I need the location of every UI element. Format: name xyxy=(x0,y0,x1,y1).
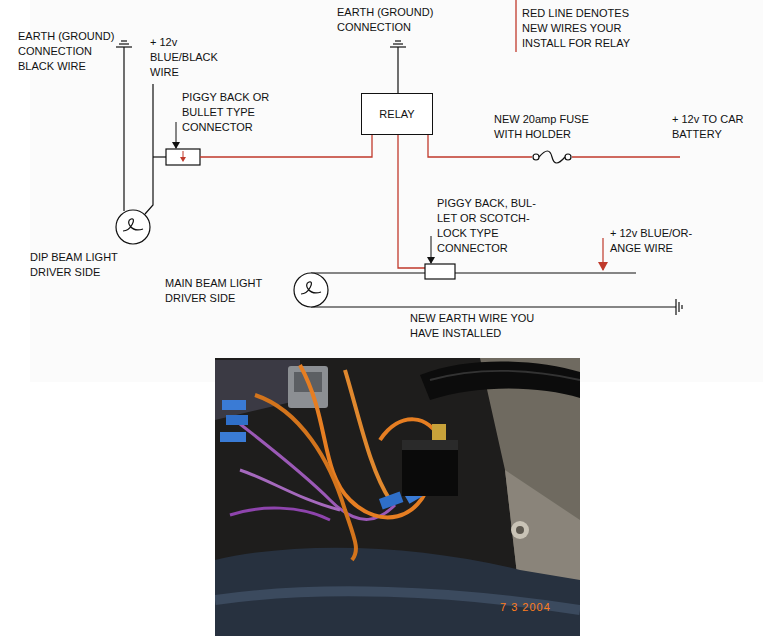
connector-arrow xyxy=(180,151,186,162)
connector-label: PIGGY BACK OR BULLET TYPE CONNECTOR xyxy=(182,90,276,135)
lamp-label: DIP BEAM LIGHT DRIVER SIDE xyxy=(30,250,130,280)
engine-photo xyxy=(215,358,580,636)
earth-symbol xyxy=(116,41,132,211)
fuse-label: NEW 20amp FUSE WITH HOLDER xyxy=(494,112,598,142)
battery-label: + 12v TO CAR BATTERY xyxy=(672,112,752,142)
connector-label: PIGGY BACK, BUL- LET OR SCOTCH- LOCK TYP… xyxy=(437,196,549,256)
fuse-symbol xyxy=(533,151,571,163)
relay-text: RELAY xyxy=(379,107,414,122)
lamp-label: MAIN BEAM LIGHT DRIVER SIDE xyxy=(165,276,275,306)
blue-black-wire xyxy=(145,84,200,214)
wire-label: NEW EARTH WIRE YOU HAVE INSTALLED xyxy=(410,311,544,341)
wire-arrow xyxy=(598,238,608,271)
date-stamp: 7 3 2004 xyxy=(500,600,580,615)
wire-label: + 12v BLUE/OR- ANGE WIRE xyxy=(610,226,714,256)
wire-label: + 12v BLUE/BLACK WIRE xyxy=(150,35,226,80)
leader-arrow xyxy=(172,122,180,149)
earth-label: EARTH (GROUND) CONNECTION BLACK WIRE xyxy=(18,29,118,74)
new-relay-wires xyxy=(200,135,680,268)
relay-earth xyxy=(390,41,406,93)
diagram-ground xyxy=(30,0,763,382)
main-beam-lamp xyxy=(294,273,328,307)
main-beam-wires xyxy=(311,264,682,315)
earth-label: EARTH (GROUND) CONNECTION xyxy=(337,5,437,35)
dip-beam-lamp xyxy=(116,210,150,244)
legend-rule xyxy=(515,0,516,52)
legend-note: RED LINE DENOTES NEW WIRES YOUR INSTALL … xyxy=(522,6,642,51)
relay-box: RELAY xyxy=(361,93,433,135)
leader-arrow xyxy=(427,236,435,264)
